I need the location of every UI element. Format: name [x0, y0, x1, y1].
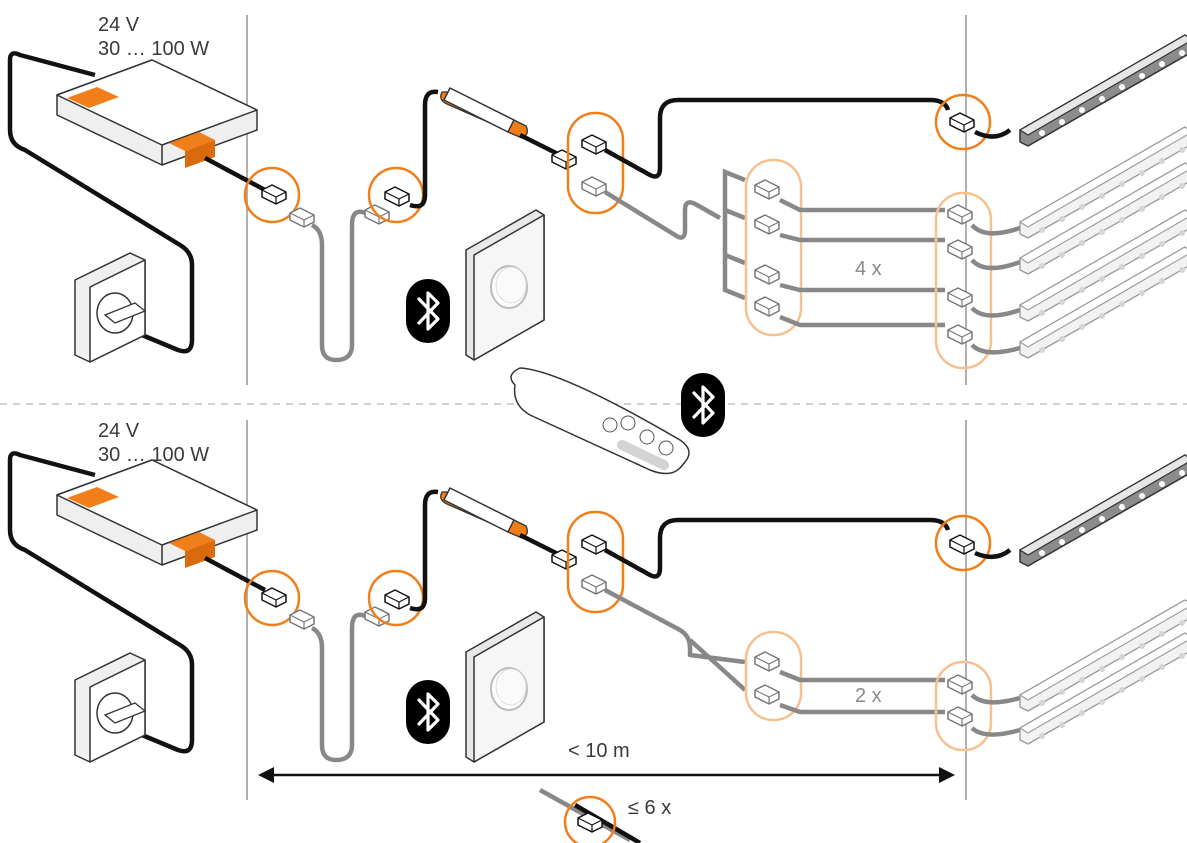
top-parallel-count: 4 x — [855, 258, 882, 280]
driver-icon — [56, 59, 258, 169]
top-section — [7, 34, 1187, 370]
bluetooth-icon-remote — [679, 371, 727, 439]
bluetooth-icon — [404, 277, 452, 345]
bottom-power-label: 30 … 100 W — [98, 444, 210, 466]
controller-icon — [440, 87, 529, 139]
bottom-voltage-label: 24 V — [98, 420, 140, 442]
bottom-section — [7, 451, 1187, 763]
bottom-parallel-count: 2 x — [855, 685, 882, 707]
connector-highlight — [243, 166, 301, 224]
dimension-arrow — [258, 767, 955, 783]
top-power-label: 30 … 100 W — [98, 38, 210, 60]
connector-limit-icon — [538, 788, 642, 843]
connector-limit-label: ≤ 6 x — [628, 797, 672, 819]
remote-control-icon — [510, 367, 690, 475]
max-length-label: < 10 m — [568, 740, 630, 762]
power-socket-icon — [74, 252, 146, 363]
led-strip-icon — [1019, 34, 1187, 147]
top-voltage-label: 24 V — [98, 14, 140, 36]
dimmer-icon — [465, 209, 545, 361]
connector-icon — [261, 184, 287, 205]
